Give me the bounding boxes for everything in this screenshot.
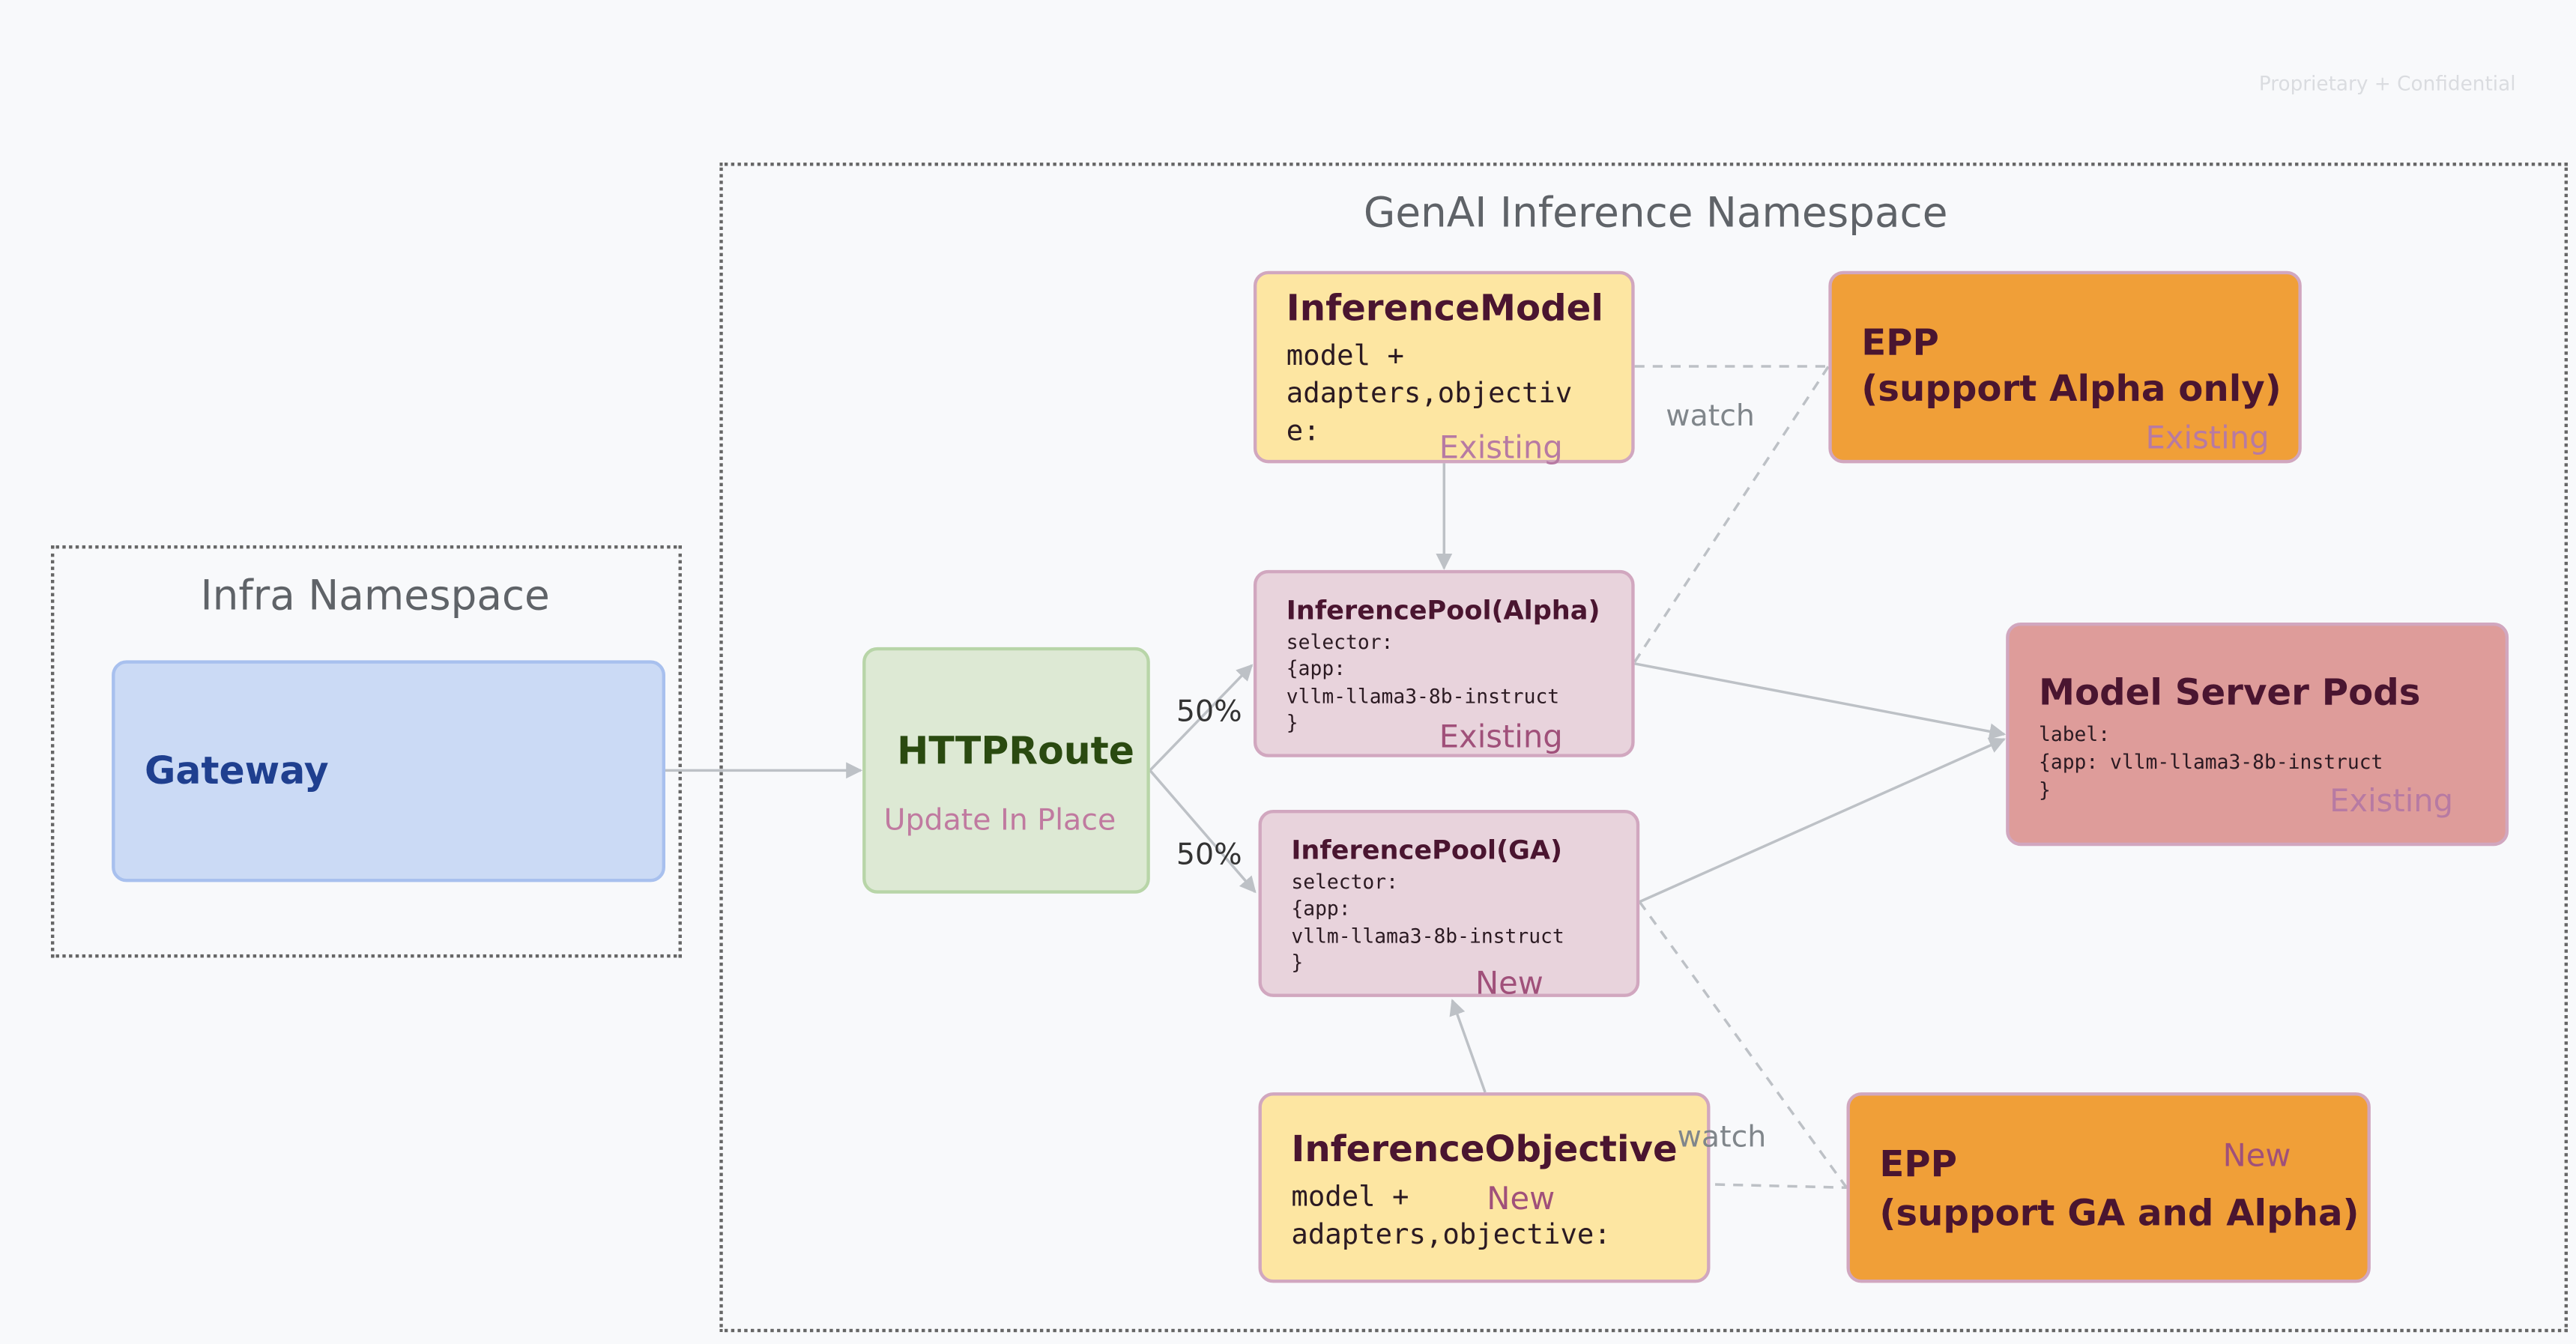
inference-objective-node[interactable]: InferenceObjective model + adapters,obje… — [1258, 1092, 1711, 1283]
model-server-status: Existing — [2329, 783, 2454, 820]
epp-alpha-title: EPP — [1861, 323, 1939, 365]
pool-alpha-status: Existing — [1439, 719, 1563, 756]
inference-model-line: e: — [1286, 415, 1320, 449]
epp-alpha-node[interactable]: EPP (support Alpha only) Existing — [1828, 270, 2302, 464]
pool-alpha-line: vllm-llama3-8b-instruct — [1286, 685, 1560, 709]
genai-namespace — [719, 163, 2569, 1333]
epp-ga-subtitle: (support GA and Alpha) — [1879, 1194, 2359, 1235]
pool-ga-node[interactable]: InferencePool(GA) selector: {app: vllm-l… — [1258, 809, 1640, 1002]
httproute-status: Update In Place — [883, 803, 1116, 838]
inference-model-status: Existing — [1439, 430, 1563, 467]
epp-ga-title: EPP — [1879, 1145, 1958, 1187]
pool-ga-line: {app: — [1291, 897, 1351, 920]
httproute-node[interactable]: HTTPRoute Update In Place — [862, 647, 1150, 894]
split-alpha-label: 50% — [1176, 694, 1242, 730]
model-server-pods-node[interactable]: Model Server Pods label: {app: vllm-llam… — [2006, 622, 2509, 847]
pool-alpha-title: InferencePool(Alpha) — [1286, 594, 1600, 626]
inference-objective-line: adapters,objective: — [1291, 1218, 1611, 1252]
pool-alpha-line: } — [1286, 711, 1298, 735]
inference-objective-status: New — [1487, 1181, 1555, 1217]
split-ga-label: 50% — [1176, 838, 1242, 873]
pool-ga-line: vllm-llama3-8b-instruct — [1291, 924, 1564, 948]
inference-model-line: model + — [1286, 339, 1404, 373]
model-server-line: label: — [2039, 722, 2111, 746]
inference-model-line: adapters,objectiv — [1286, 378, 1573, 411]
epp-alpha-subtitle: (support Alpha only) — [1861, 369, 2282, 411]
watch-label-ga: watch — [1677, 1120, 1767, 1155]
watch-pool-ga-epp-ga — [1638, 900, 1848, 1189]
pool-ga-status: New — [1475, 966, 1544, 1002]
confidential-watermark: Proprietary + Confidential — [2258, 72, 2516, 96]
edge-httproute-pool-ga — [1149, 769, 1257, 894]
watch-objective-epp-ga — [1642, 1181, 1847, 1190]
pool-alpha-node[interactable]: InferencePool(Alpha) selector: {app: vll… — [1253, 569, 1635, 757]
pool-alpha-line: selector: — [1286, 630, 1394, 654]
edge-objective-pool-ga — [1449, 999, 1487, 1093]
inference-objective-title: InferenceObjective — [1291, 1130, 1678, 1172]
epp-ga-status: New — [2222, 1138, 2291, 1175]
watch-label-alpha: watch — [1666, 399, 1755, 434]
inference-objective-line: model + — [1291, 1181, 1409, 1214]
inference-model-node[interactable]: InferenceModel model + adapters,objectiv… — [1253, 270, 1635, 467]
httproute-title: HTTPRoute — [897, 730, 1134, 774]
model-server-title: Model Server Pods — [2039, 673, 2421, 715]
gateway-title: Gateway — [144, 751, 329, 794]
pool-ga-line: } — [1291, 951, 1304, 975]
genai-namespace-title: GenAI Inference Namespace — [1363, 189, 1948, 237]
edge-pool-alpha-pods — [1634, 662, 2007, 740]
infra-namespace — [50, 545, 682, 958]
edge-httproute-pool-alpha — [1149, 664, 1254, 772]
pool-ga-title: InferencePool(GA) — [1291, 834, 1563, 866]
edge-pool-ga-pods — [1639, 737, 2006, 903]
pool-ga-line: selector: — [1291, 871, 1398, 894]
model-server-line: {app: vllm-llama3-8b-instruct — [2039, 751, 2383, 774]
gateway-node[interactable]: Gateway — [112, 660, 666, 883]
watch-pool-alpha-epp-alpha — [1633, 365, 1830, 663]
infra-namespace-title: Infra Namespace — [200, 572, 550, 620]
pool-alpha-line: {app: — [1286, 657, 1346, 680]
epp-ga-node[interactable]: EPP (support GA and Alpha) New — [1846, 1092, 2371, 1283]
epp-alpha-status: Existing — [2145, 420, 2270, 457]
inference-model-title: InferenceModel — [1286, 288, 1603, 330]
model-server-line: } — [2039, 778, 2051, 802]
